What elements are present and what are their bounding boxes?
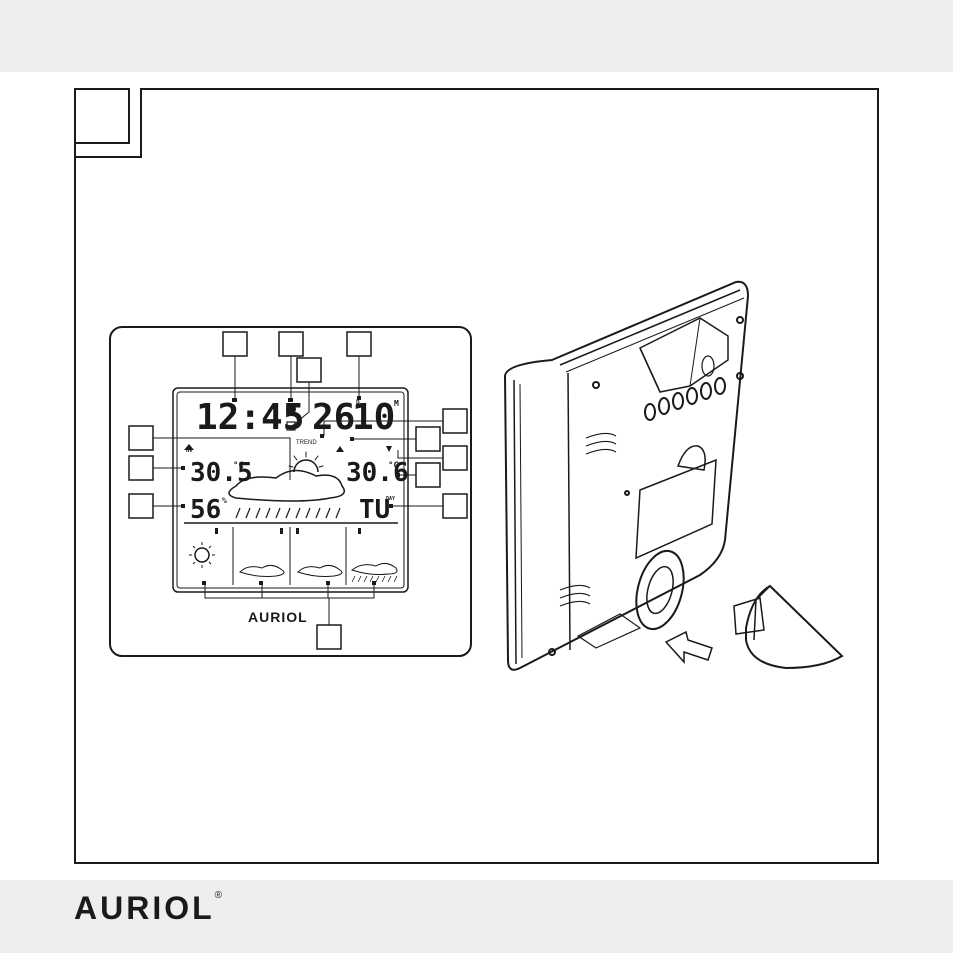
lcd-humidity: 56 <box>190 495 221 525</box>
page-sheet <box>0 72 953 880</box>
house-in-icon <box>184 444 194 450</box>
footer-brand: AURIOL® <box>74 890 222 927</box>
antenna-icon <box>386 446 392 452</box>
lcd-in-label: IN <box>186 448 192 454</box>
lcd-humidity-unit: % <box>222 496 227 505</box>
registered-mark: ® <box>214 890 223 901</box>
station-front-body <box>109 326 472 657</box>
radio-signal-icon <box>286 404 296 414</box>
front-brand-logo: AURIOL <box>248 609 308 625</box>
lcd-date-month: 10 <box>352 397 395 438</box>
lcd-date-sub: D <box>356 399 360 406</box>
dst-icon <box>286 421 296 431</box>
lcd-weekday: TU <box>359 495 390 525</box>
outdoor-sensor-icon <box>336 446 344 452</box>
figure-tab-bottom <box>74 156 142 158</box>
lcd-indoor-temp: 30.5 <box>190 458 253 488</box>
lcd-indoor-unit: °C <box>233 461 244 471</box>
figure-number-box <box>74 88 130 144</box>
lcd-weekday-sup: DAY <box>386 496 395 502</box>
figure-tab-outer <box>140 88 142 158</box>
station-back-body <box>503 280 750 671</box>
figure-frame <box>74 88 879 864</box>
footer-brand-logo: AURIOL <box>74 890 215 926</box>
lcd-time: 12:45 <box>196 397 304 438</box>
lcd-outdoor-unit: °C <box>388 461 399 471</box>
lcd-date-super: M <box>394 399 399 408</box>
lcd-date-day: 26 <box>312 397 355 438</box>
lcd-trend-label: TREND <box>296 440 317 446</box>
